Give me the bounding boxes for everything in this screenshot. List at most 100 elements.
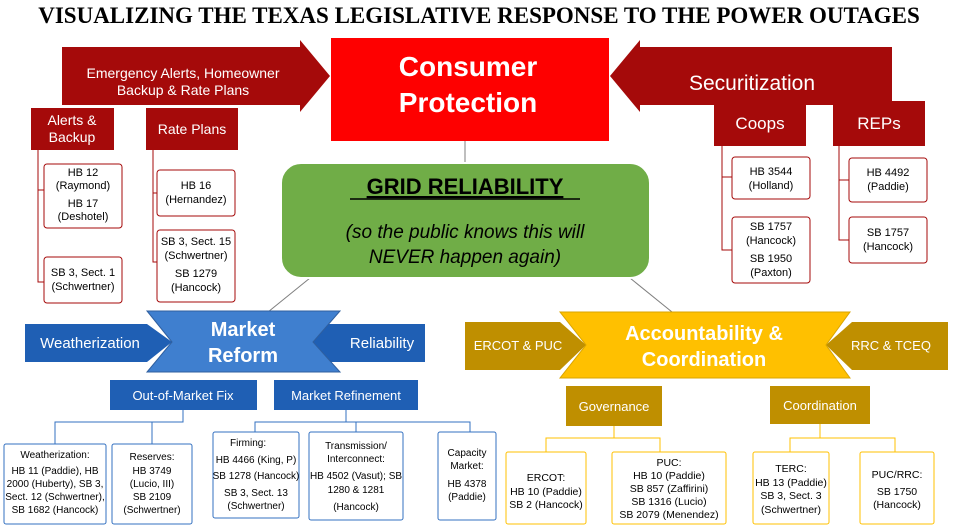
bill-text: Firming: — [230, 438, 266, 449]
bill-text: (Schwertner) — [123, 505, 180, 516]
weatherization-label: Weatherization — [40, 335, 140, 352]
bill-text: PUC/RRC: — [872, 469, 923, 481]
bill-text: (Paddie) — [867, 181, 909, 193]
bill-text: (Hancock) — [333, 502, 379, 513]
bill-text: Weatherization: — [20, 450, 89, 461]
bill-text: Interconnect: — [327, 454, 385, 465]
emergency-alerts-arrow — [62, 40, 330, 112]
bill-text: HB 17 — [68, 198, 99, 210]
terc-bill-box — [752, 451, 830, 525]
consumer-brackets — [37, 146, 849, 283]
bill-text: Market: — [450, 461, 483, 472]
bill-text: HB 10 (Paddie) — [633, 470, 705, 482]
bill-text: HB 4466 (King, P) — [216, 455, 297, 466]
bill-text: Capacity — [448, 448, 487, 459]
governance-box — [566, 386, 662, 426]
bill-text: SB 3, Sect. 13 — [224, 488, 288, 499]
grid-reliability-title: GRID RELIABILITY — [367, 174, 564, 199]
market-reform-box — [145, 310, 342, 373]
consumer-protection-label-2: Protection — [399, 87, 537, 118]
accountability-label-1: Accountability & — [625, 323, 783, 345]
bill-text: PUC: — [656, 457, 681, 469]
bill-text: HB 10 (Paddie) — [510, 486, 582, 498]
bill-text: (Paxton) — [750, 267, 792, 279]
bill-text: (Hancock) — [873, 499, 921, 511]
bill-text: (Hancock) — [863, 241, 913, 253]
bill-text: SB 857 (Zaffirini) — [630, 483, 709, 495]
reps-bill-box-1 — [848, 157, 928, 203]
bill-text: HB 16 — [181, 180, 212, 192]
bill-text: SB 1278 (Hancock) — [213, 471, 300, 482]
firming-bill-box — [212, 431, 300, 519]
market-brackets — [54, 410, 471, 444]
bill-text: SB 1279 — [175, 268, 217, 280]
rate-bill-box-1 — [156, 169, 236, 217]
market-reform-label-1: Market — [211, 319, 276, 341]
reliability-arrow — [293, 324, 425, 362]
bill-text: Sect. 12 (Schwertner), — [5, 492, 104, 503]
reserves-bill-box — [111, 443, 193, 525]
bill-text: Transmission/ — [325, 441, 387, 452]
bill-text: SB 1750 — [877, 486, 917, 498]
emergency-alerts-label-2: Backup & Rate Plans — [117, 82, 249, 98]
alerts-backup-label-1: Alerts & — [47, 112, 97, 128]
coops-label: Coops — [735, 114, 784, 133]
bill-text: (Hancock) — [746, 235, 796, 247]
bill-text: SB 1757 — [867, 227, 909, 239]
bill-text: SB 1682 (Hancock) — [12, 505, 99, 516]
bill-text: (Schwertner) — [761, 504, 821, 516]
accountability-label-2: Coordination — [642, 349, 766, 371]
coops-bill-box-2 — [731, 216, 811, 284]
securitization-arrow — [610, 40, 892, 112]
ercot-puc-arrow — [465, 322, 586, 370]
bill-text: (Schwertner) — [227, 501, 284, 512]
capacity-bill-box — [437, 431, 497, 521]
grid-reliability-subtitle-2: NEVER happen again) — [369, 247, 561, 268]
reliability-label: Reliability — [350, 335, 415, 352]
puc-bill-box — [611, 451, 727, 525]
bill-text: SB 2079 (Menendez) — [619, 509, 718, 521]
bill-text: (Hernandez) — [165, 194, 226, 206]
grid-reliability-subtitle-1: (so the public knows this will — [346, 222, 585, 243]
coordination-label: Coordination — [783, 398, 857, 413]
bill-text: 1280 & 1281 — [328, 485, 385, 496]
bill-text: HB 3544 — [750, 166, 793, 178]
governance-label: Governance — [579, 399, 650, 414]
rate-bill-box-2 — [156, 229, 236, 303]
alerts-bill-box-1 — [43, 163, 123, 229]
market-refinement-label: Market Refinement — [291, 388, 401, 403]
ercot-puc-label: ERCOT & PUC — [474, 338, 563, 353]
consumer-protection-box — [331, 38, 609, 141]
bill-text: (Holland) — [749, 180, 794, 192]
bill-text: (Hancock) — [171, 282, 221, 294]
ercot-bill-box — [505, 451, 587, 525]
bill-text: HB 13 (Paddie) — [755, 477, 827, 489]
alerts-bill-box-2 — [43, 256, 123, 304]
bill-text: 2000 (Huberty), SB 3, — [7, 479, 104, 490]
bill-text: ERCOT: — [527, 472, 566, 484]
alerts-backup-box — [31, 108, 114, 150]
bill-text: SB 2 (Hancock) — [509, 499, 583, 511]
weatherization-bill-box — [3, 443, 107, 525]
reps-box — [833, 101, 925, 146]
bill-text: (Lucio, III) — [130, 479, 174, 490]
bill-text: HB 4378 — [448, 479, 487, 490]
connector-lines — [267, 140, 673, 313]
market-refinement-box — [274, 380, 418, 410]
emergency-alerts-label-1: Emergency Alerts, Homeowner — [87, 65, 280, 81]
coordination-box — [770, 386, 870, 424]
securitization-label: Securitization — [689, 72, 815, 95]
bill-text: TERC: — [775, 463, 807, 475]
grid-reliability-box — [280, 162, 651, 279]
accountability-brackets — [545, 424, 896, 452]
bill-text: HB 11 (Paddie), HB — [11, 466, 98, 477]
weatherization-arrow — [25, 324, 172, 362]
rrc-tceq-arrow — [826, 322, 948, 370]
bill-text: (Raymond) — [56, 180, 110, 192]
coops-box — [714, 101, 806, 146]
bill-text: SB 1757 — [750, 221, 792, 233]
coops-bill-box-1 — [731, 156, 811, 200]
out-of-market-fix-label: Out-of-Market Fix — [132, 388, 234, 403]
bill-text: SB 3, Sect. 3 — [760, 490, 821, 502]
bill-text: HB 3749 — [133, 466, 172, 477]
